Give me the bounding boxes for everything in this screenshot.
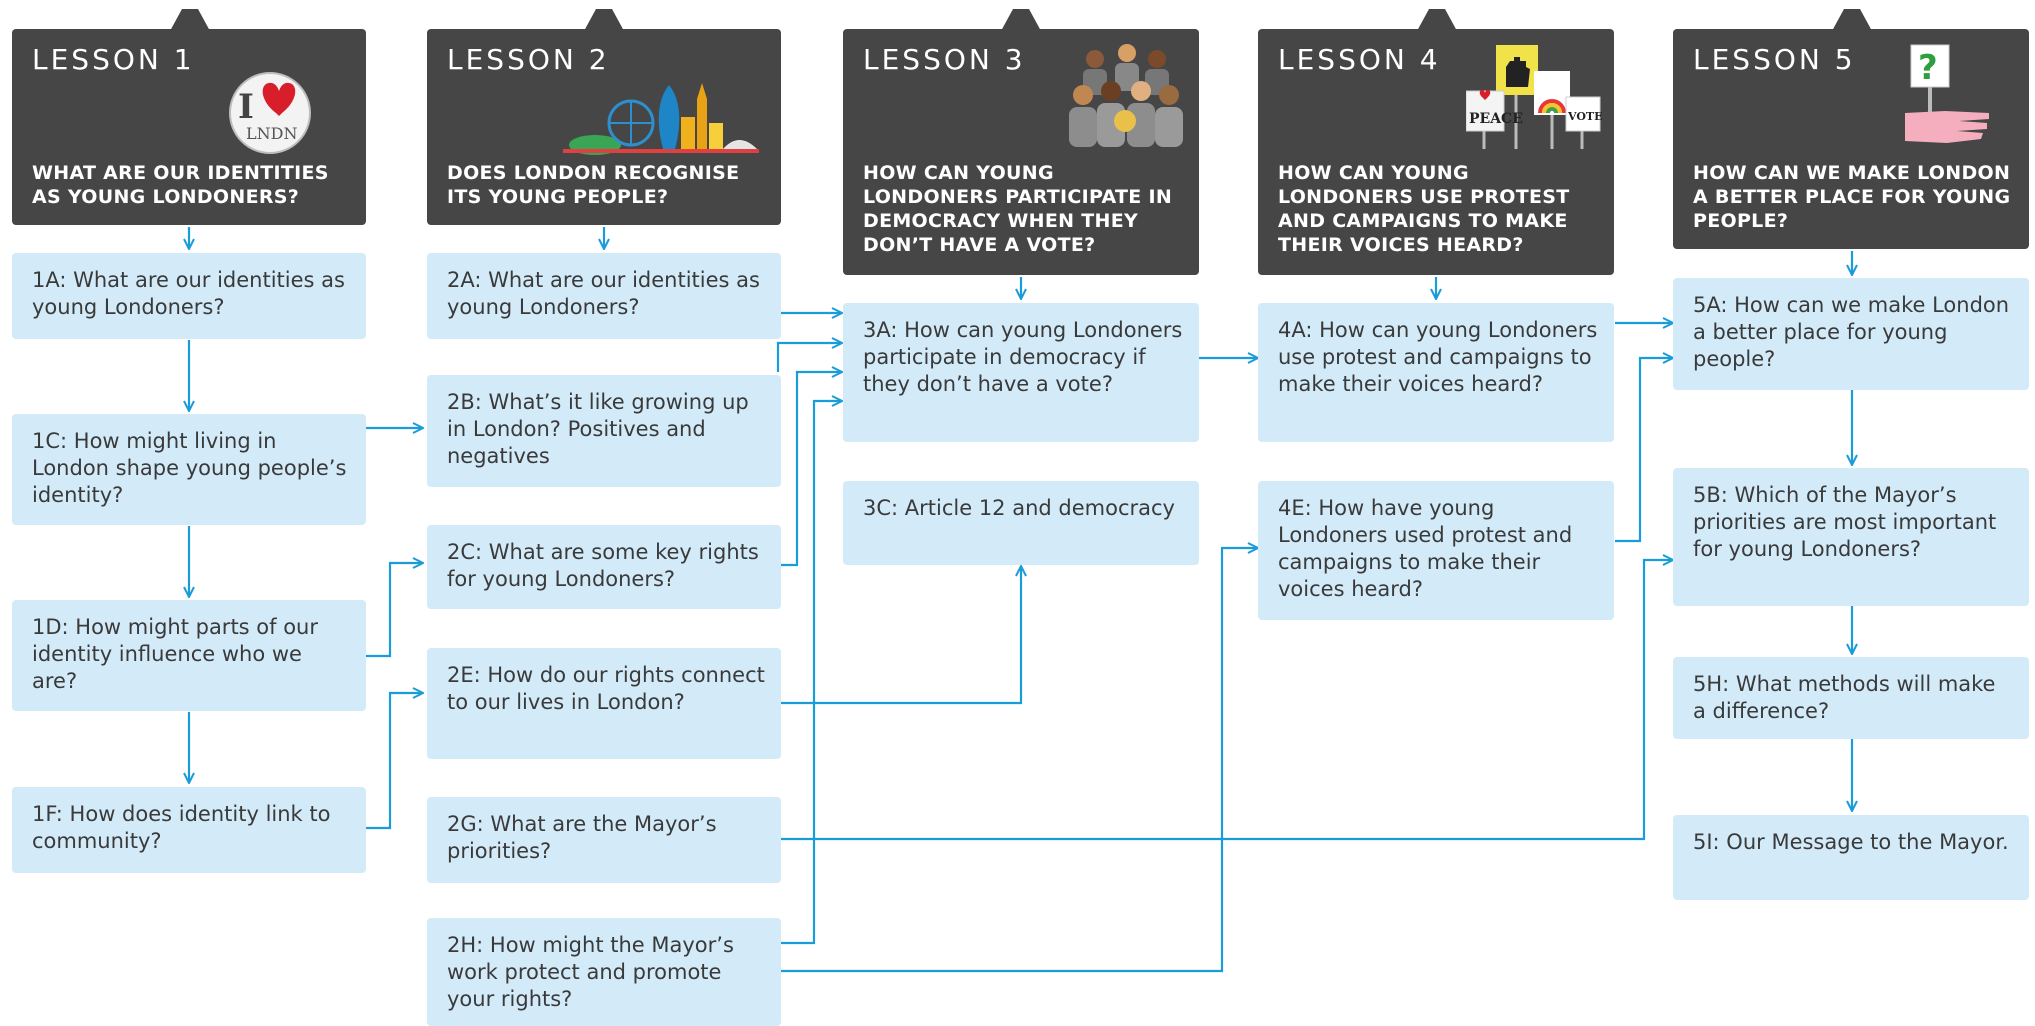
- arrow-2c-to-3a: [781, 372, 842, 567]
- box-4e[interactable]: 4E: How have young Londoners used protes…: [1258, 481, 1614, 620]
- arrow-1f-to-2e: [366, 693, 423, 830]
- box-3c[interactable]: 3C: Article 12 and democracy: [843, 481, 1199, 565]
- svg-text:PEACE: PEACE: [1469, 111, 1523, 127]
- box-1f[interactable]: 1F: How does identity link to community?: [12, 787, 366, 873]
- lesson-4-title: LESSON 4: [1278, 43, 1441, 76]
- protest-placards-icon: PEACE VOTE!: [1466, 45, 1602, 149]
- lesson-4-question: HOW CAN YOUNG LONDONERS USE PROTEST AND …: [1278, 162, 1570, 256]
- group-of-young-people-icon: [1069, 44, 1183, 147]
- lesson-2-title: LESSON 2: [447, 43, 610, 76]
- box-2e[interactable]: 2E: How do our rights connect to our liv…: [427, 648, 781, 759]
- box-2a[interactable]: 2A: What are our identities as young Lon…: [427, 253, 781, 339]
- lesson-4-header: LESSON 4 HOW CAN YOUNG LONDONERS USE PRO…: [1258, 9, 1614, 275]
- box-3a[interactable]: 3A: How can young Londoners participate …: [843, 303, 1199, 442]
- lesson-1-header: LESSON 1 WHAT ARE OUR IDENTITIES AS YOUN…: [12, 9, 366, 225]
- box-2b[interactable]: 2B: What’s it like growing up in London?…: [427, 375, 781, 487]
- i-love-london-badge-icon: I LNDN: [229, 72, 311, 154]
- arrow-2e-to-3c: [781, 566, 1021, 705]
- lesson-5-question: HOW CAN WE MAKE LONDON A BETTER PLACE FO…: [1693, 162, 2011, 232]
- box-2g[interactable]: 2G: What are the Mayor’s priorities?: [427, 797, 781, 883]
- arrow-2h-to-4e: [781, 548, 1258, 973]
- svg-text:?: ?: [1918, 48, 1938, 88]
- svg-text:VOTE!: VOTE!: [1567, 110, 1602, 123]
- lesson-2-question: DOES LONDON RECOGNISE ITS YOUNG PEOPLE?: [447, 162, 740, 208]
- header-tab-notch: [170, 9, 210, 31]
- lesson-3-header: LESSON 3 HOW CAN YOUNG LONDONERS PARTICI…: [843, 9, 1199, 275]
- header-tab-notch: [1417, 9, 1457, 31]
- arrow-2b-to-3a: [776, 343, 842, 372]
- lesson-2-header: LESSON 2 DOES LONDON RECOGNISE ITS YOUNG…: [427, 9, 781, 225]
- lesson-1-title: LESSON 1: [32, 43, 195, 76]
- arrow-2g-to-5b: [781, 560, 1673, 841]
- london-skyline-icon: [563, 83, 759, 155]
- header-tab-notch: [1832, 9, 1872, 31]
- hand-holding-question-sign-icon: ?: [1905, 44, 1989, 143]
- box-5h[interactable]: 5H: What methods will make a difference?: [1673, 657, 2029, 739]
- box-5b[interactable]: 5B: Which of the Mayor’s priorities are …: [1673, 468, 2029, 606]
- header-tab-notch: [584, 9, 624, 31]
- svg-text:I: I: [238, 87, 254, 127]
- box-5i[interactable]: 5I: Our Message to the Mayor.: [1673, 815, 2029, 900]
- lesson-5-header: LESSON 5 HOW CAN WE MAKE LONDON A BETTER…: [1673, 9, 2029, 249]
- box-2h[interactable]: 2H: How might the Mayor’s work protect a…: [427, 918, 781, 1026]
- lesson-3-title: LESSON 3: [863, 43, 1026, 76]
- arrow-4e-to-5a: [1615, 358, 1673, 543]
- box-2c[interactable]: 2C: What are some key rights for young L…: [427, 525, 781, 609]
- svg-text:LNDN: LNDN: [246, 124, 297, 143]
- arrow-1d-to-2c: [366, 563, 423, 658]
- box-5a[interactable]: 5A: How can we make London a better plac…: [1673, 278, 2029, 390]
- box-1a[interactable]: 1A: What are our identities as young Lon…: [12, 253, 366, 339]
- box-1d[interactable]: 1D: How might parts of our identity infl…: [12, 600, 366, 711]
- box-1c[interactable]: 1C: How might living in London shape you…: [12, 414, 366, 525]
- lesson-1-question: WHAT ARE OUR IDENTITIES AS YOUNG LONDONE…: [32, 162, 329, 208]
- lesson-3-question: HOW CAN YOUNG LONDONERS PARTICIPATE IN D…: [863, 162, 1173, 256]
- lesson-5-title: LESSON 5: [1693, 43, 1856, 76]
- box-4a[interactable]: 4A: How can young Londoners use protest …: [1258, 303, 1614, 442]
- arrow-2h-to-3a: [781, 401, 842, 945]
- header-tab-notch: [1001, 9, 1041, 31]
